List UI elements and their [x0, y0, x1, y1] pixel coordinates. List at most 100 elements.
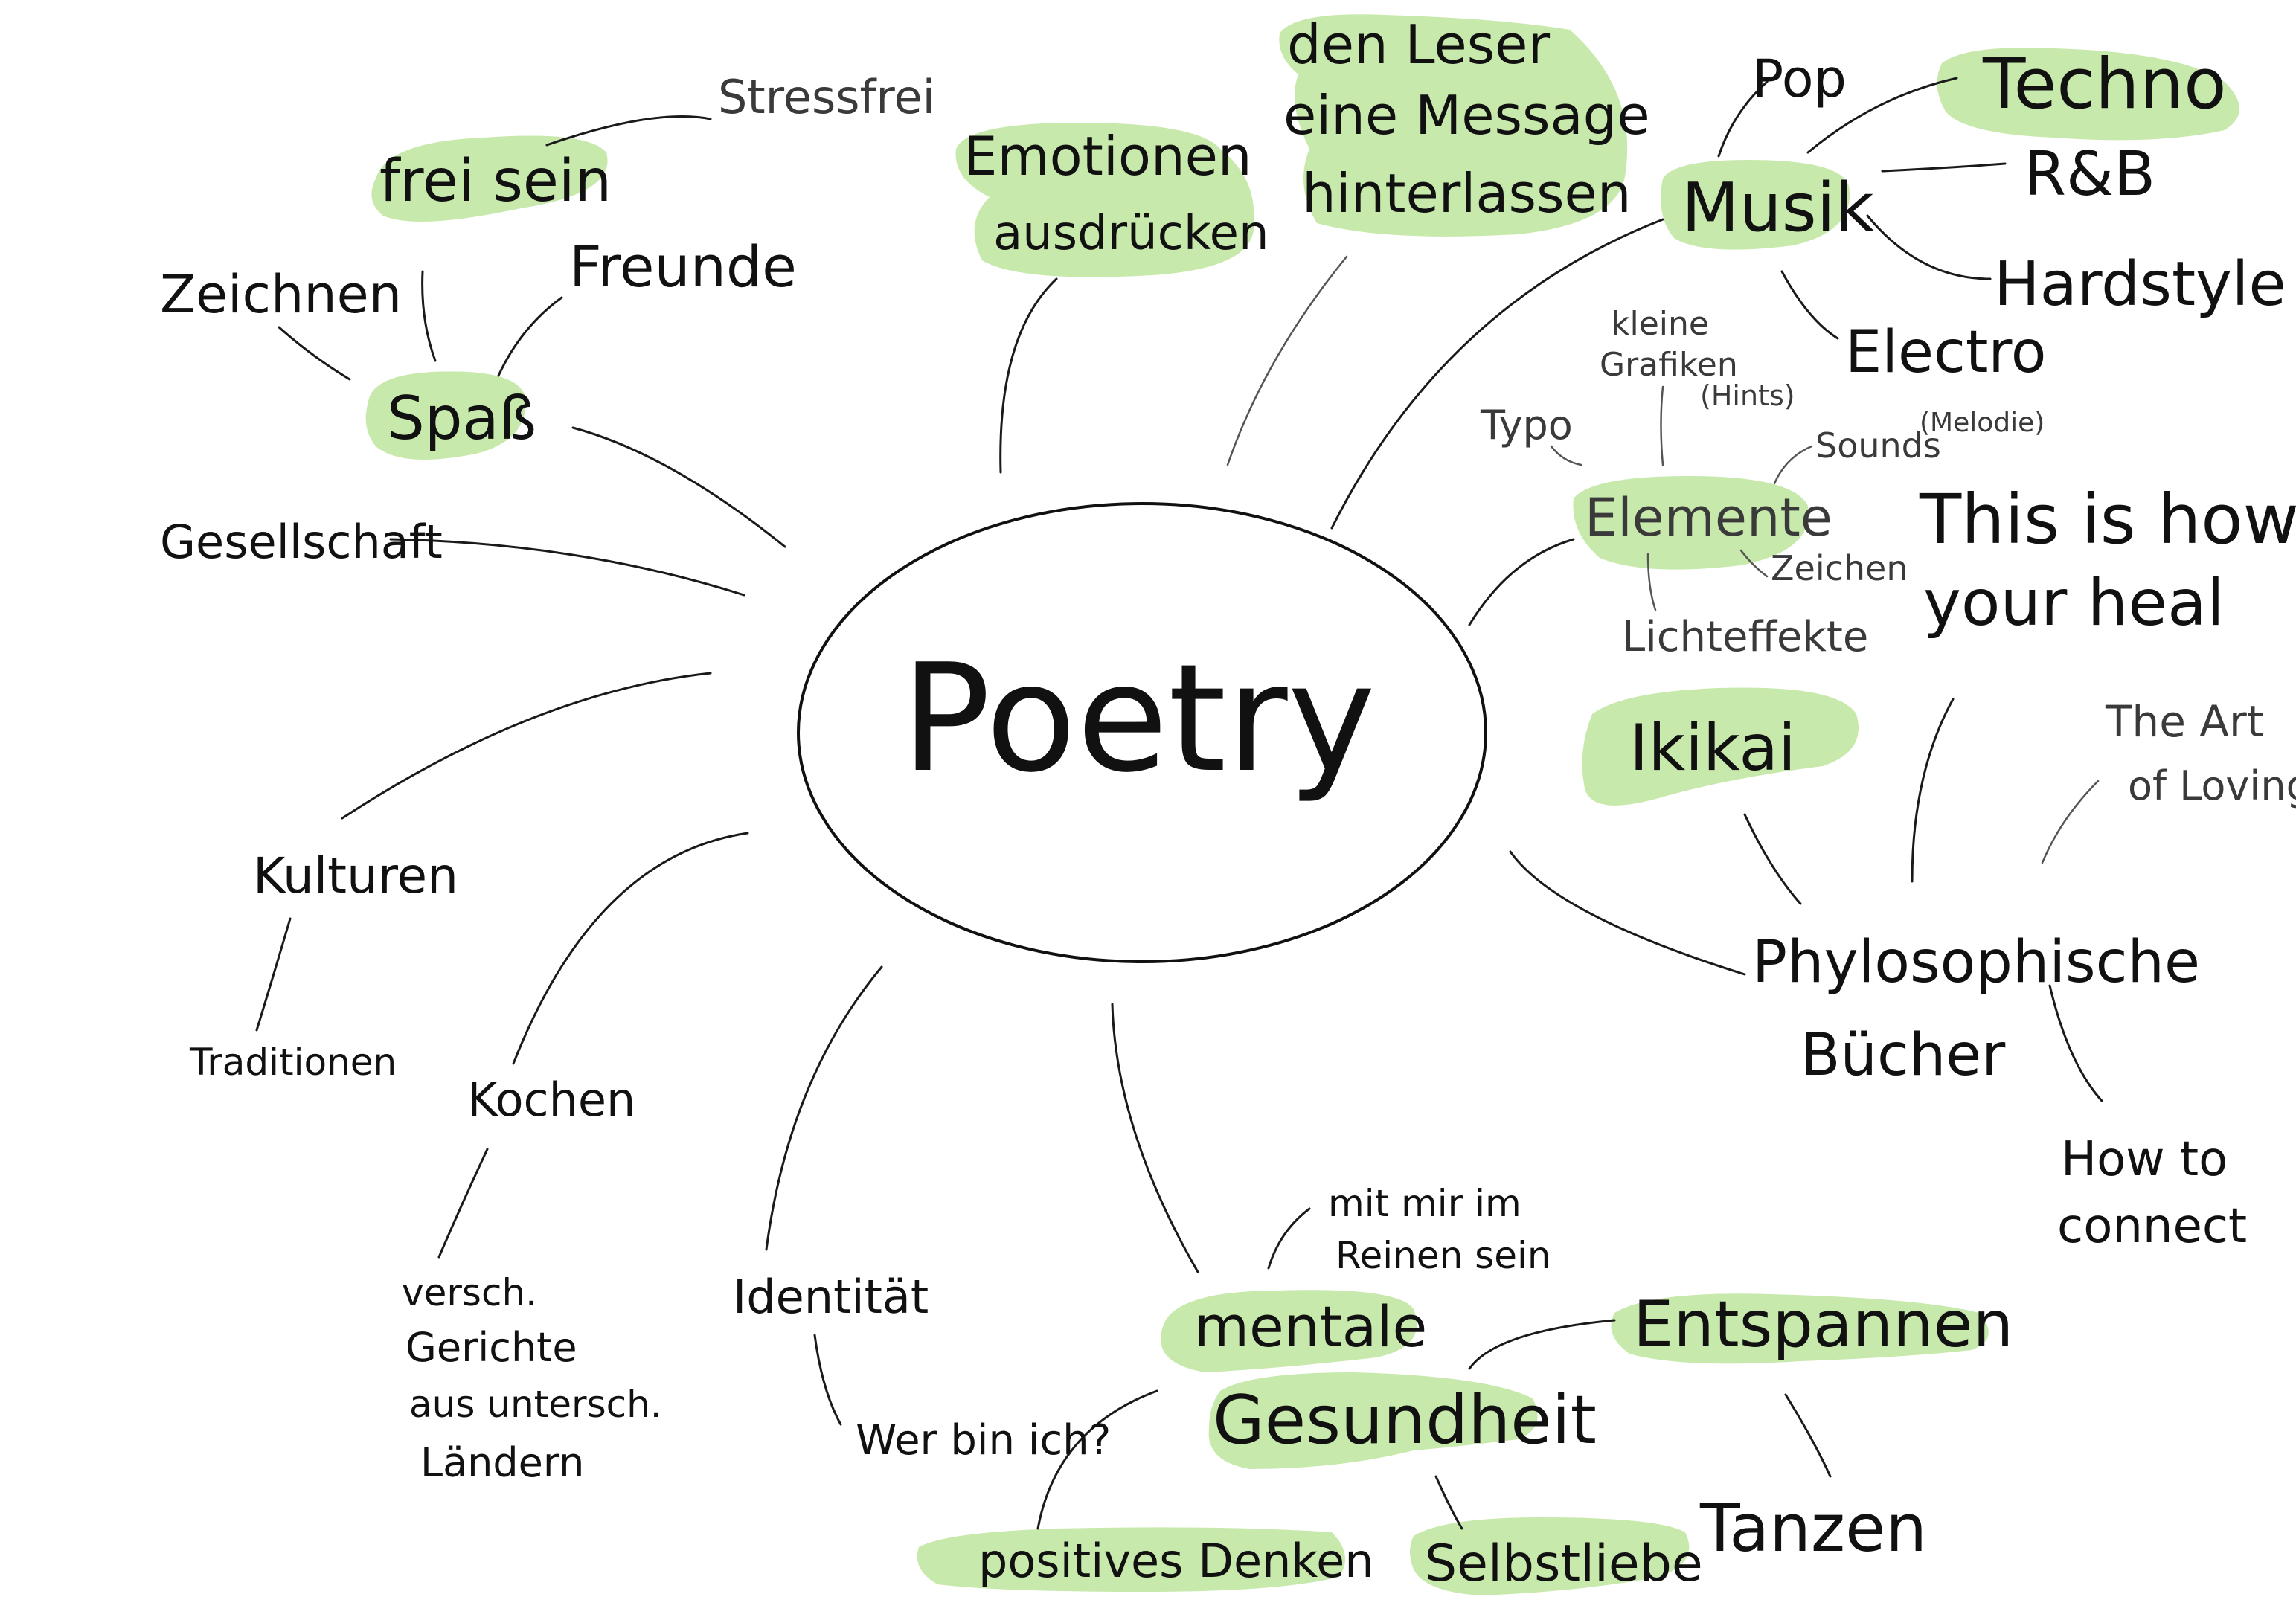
- node-selbstliebe: Selbstliebe: [1425, 1534, 1703, 1593]
- node-kleine-grafiken-2: Grafiken: [1600, 346, 1738, 384]
- line-center-leser: [1226, 255, 1348, 466]
- node-gerichte-2: Gerichte: [405, 1324, 577, 1371]
- node-melodie: (Melodie): [1920, 408, 2045, 438]
- node-freunde: Freunde: [569, 234, 797, 300]
- line-elemente-typo: [1550, 445, 1582, 466]
- node-entspannen: Entspannen: [1633, 1288, 2013, 1362]
- node-spass: Spaß: [387, 384, 536, 453]
- line-elemente-sounds: [1773, 445, 1813, 485]
- node-tanzen: Tanzen: [1699, 1490, 1927, 1566]
- node-kleine-grafiken-1: kleine: [1611, 305, 1709, 343]
- highlight-leser: [1279, 14, 1628, 237]
- line-spass-frei: [421, 270, 437, 362]
- line-center-emotionen: [999, 277, 1058, 474]
- node-gerichte-1: versch.: [402, 1271, 537, 1314]
- line-musik-hardstyle: [1866, 214, 1992, 280]
- line-frei-stressfrei: [545, 115, 712, 147]
- node-art-2: of Loving: [2128, 762, 2296, 809]
- line-spass-freunde: [497, 296, 563, 377]
- line-center-musik: [1330, 218, 1664, 530]
- node-pop: Pop: [1752, 48, 1847, 109]
- line-center-phylo: [1509, 850, 1746, 976]
- line-musik-electro: [1780, 270, 1839, 340]
- node-gesellschaft: Gesellschaft: [160, 515, 443, 569]
- node-sounds: Sounds: [1815, 425, 1941, 466]
- node-connect-1: How to: [2061, 1132, 2228, 1187]
- node-reinen-2: Reinen sein: [1335, 1234, 1551, 1277]
- node-hardstyle: Hardstyle: [1994, 249, 2286, 320]
- center-label: Poetry: [901, 632, 1376, 806]
- node-phylo-2: Bücher: [1800, 1022, 2006, 1089]
- highlight-musik: [1661, 160, 1850, 250]
- node-phylo-1: Phylosophische: [1752, 929, 2200, 996]
- line-phylo-heal: [1911, 698, 1955, 883]
- node-wer-bin-ich: Wer bin ich?: [856, 1416, 1111, 1465]
- node-electro: Electro: [1845, 319, 2047, 386]
- highlight-mentale: [1161, 1290, 1417, 1372]
- highlight-frei-sein: [371, 135, 608, 222]
- highlight-emotionen: [955, 123, 1254, 277]
- node-art-1: The Art: [2105, 696, 2264, 747]
- node-frei-sein: frei sein: [379, 148, 612, 215]
- line-elemente-grafiken: [1660, 385, 1664, 466]
- node-lichteffekte: Lichteffekte: [1622, 613, 1868, 661]
- node-mental-1: mentale: [1194, 1293, 1427, 1360]
- line-center-identitaet: [765, 965, 883, 1251]
- line-elemente-licht: [1646, 553, 1657, 611]
- line-center-kochen: [512, 832, 749, 1065]
- line-spass-zeichnen: [278, 326, 351, 381]
- highlight-selbstliebe: [1410, 1517, 1690, 1595]
- node-emotionen-1: Emotionen: [963, 125, 1252, 187]
- line-identitaet-wer: [813, 1334, 842, 1426]
- node-gerichte-3: aus untersch.: [409, 1383, 662, 1426]
- highlight-entspannen: [1611, 1293, 1989, 1364]
- node-heal-2: your heal: [1923, 566, 2225, 640]
- node-typo: Typo: [1480, 402, 1573, 449]
- node-gerichte-4: Ländern: [420, 1439, 584, 1486]
- node-zeichen: Zeichen: [1771, 548, 1908, 588]
- line-mental-selbstliebe: [1434, 1475, 1463, 1530]
- line-kochen-gerichte: [437, 1148, 489, 1259]
- node-ikigai: Ikikai: [1629, 711, 1796, 785]
- line-center-mentale: [1111, 1003, 1199, 1273]
- highlight-spass: [365, 371, 526, 460]
- node-techno: Techno: [1982, 44, 2227, 125]
- line-musik-pop: [1717, 80, 1769, 158]
- node-mental-2: Gesundheit: [1213, 1381, 1597, 1459]
- line-kulturen-traditionen: [255, 917, 292, 1032]
- line-mental-entspannen: [1468, 1319, 1616, 1370]
- node-reinen-1: mit mir im: [1328, 1182, 1521, 1225]
- highlight-positives: [917, 1527, 1345, 1592]
- line-elemente-zeichen: [1739, 549, 1769, 578]
- line-musik-rnb: [1881, 162, 2007, 173]
- node-zeichnen: Zeichnen: [160, 264, 402, 325]
- connector-lines: [255, 77, 2103, 1530]
- line-phylo-ikigai: [1743, 813, 1802, 905]
- line-phylo-art: [2041, 780, 2100, 864]
- highlight-gesundheit: [1208, 1372, 1538, 1469]
- highlight-techno: [1937, 48, 2239, 141]
- node-leser-1: den Leser: [1287, 13, 1550, 76]
- node-leser-3: hinterlassen: [1302, 162, 1631, 225]
- node-heal-1: This is how: [1919, 480, 2296, 559]
- line-center-spass: [571, 426, 786, 548]
- node-kochen: Kochen: [467, 1073, 635, 1127]
- node-positives: positives Denken: [978, 1534, 1374, 1588]
- node-elemente: Elemente: [1585, 487, 1832, 548]
- line-musik-techno: [1806, 77, 1958, 154]
- highlight-ikigai: [1582, 687, 1859, 806]
- line-mental-reinen: [1267, 1207, 1311, 1270]
- line-center-gesellschaft: [389, 538, 745, 597]
- node-hints: (Hints): [1700, 379, 1795, 412]
- line-center-kulturen: [341, 672, 712, 820]
- node-identitaet: Identität: [733, 1270, 929, 1324]
- node-musik: Musik: [1681, 169, 1874, 247]
- node-kulturen: Kulturen: [253, 847, 458, 904]
- line-mental-positives: [1036, 1389, 1158, 1530]
- line-mental-tanzen: [1784, 1393, 1832, 1478]
- node-traditionen: Traditionen: [189, 1041, 397, 1084]
- line-center-elemente: [1468, 538, 1575, 626]
- node-stressfrei: Stressfrei: [718, 70, 935, 124]
- highlight-layer: [365, 14, 2239, 1595]
